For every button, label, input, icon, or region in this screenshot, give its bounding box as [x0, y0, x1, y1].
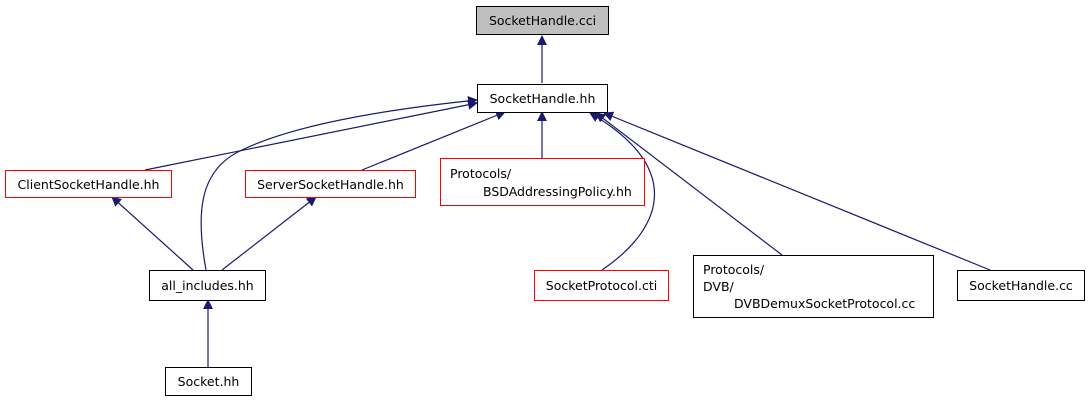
node-label: Socket.hh	[177, 374, 240, 389]
node-socket-handle-cc[interactable]: SocketHandle.cc	[957, 270, 1085, 301]
node-server-socket-handle[interactable]: ServerSocketHandle.hh	[245, 170, 416, 198]
edge-allincludes-to-server	[221, 196, 317, 271]
node-label: all_includes.hh	[161, 278, 254, 293]
node-label-line2: BSDAddressingPolicy.hh	[483, 184, 632, 199]
node-label-line2: DVB/	[703, 279, 734, 294]
node-socket-handle-cci: SocketHandle.cci	[476, 6, 609, 35]
node-label-line1: Protocols/	[703, 262, 765, 277]
node-socket-hh[interactable]: Socket.hh	[165, 367, 252, 396]
edge-dvb-to-hh	[595, 112, 783, 256]
edge-allincludes-to-hh	[200, 95, 478, 271]
node-label: SocketHandle.hh	[489, 91, 596, 106]
node-label-line1: Protocols/	[450, 166, 512, 181]
node-label: ClientSocketHandle.hh	[17, 177, 160, 192]
edge-allincludes-to-client	[111, 196, 194, 271]
edge-client-to-hh	[144, 99, 478, 171]
edge-cc-to-hh	[603, 111, 991, 271]
node-label: SocketHandle.cci	[488, 13, 597, 28]
node-dvb-demux-socket-protocol[interactable]: Protocols/ DVB/ DVBDemuxSocketProtocol.c…	[693, 255, 934, 318]
node-socket-handle-hh[interactable]: SocketHandle.hh	[477, 84, 608, 113]
node-label: SocketHandle.cc	[969, 278, 1073, 293]
edge-socketprotocol-to-hh	[589, 112, 656, 271]
node-label-line3: DVBDemuxSocketProtocol.cc	[734, 296, 916, 311]
node-socket-protocol-cti[interactable]: SocketProtocol.cti	[534, 270, 669, 301]
node-label: ServerSocketHandle.hh	[257, 177, 404, 192]
node-client-socket-handle[interactable]: ClientSocketHandle.hh	[5, 170, 172, 198]
node-label: SocketProtocol.cti	[545, 278, 658, 293]
edge-server-to-hh	[361, 110, 506, 171]
node-bsd-addressing-policy[interactable]: Protocols/ BSDAddressingPolicy.hh	[440, 158, 645, 206]
node-all-includes[interactable]: all_includes.hh	[149, 270, 266, 301]
